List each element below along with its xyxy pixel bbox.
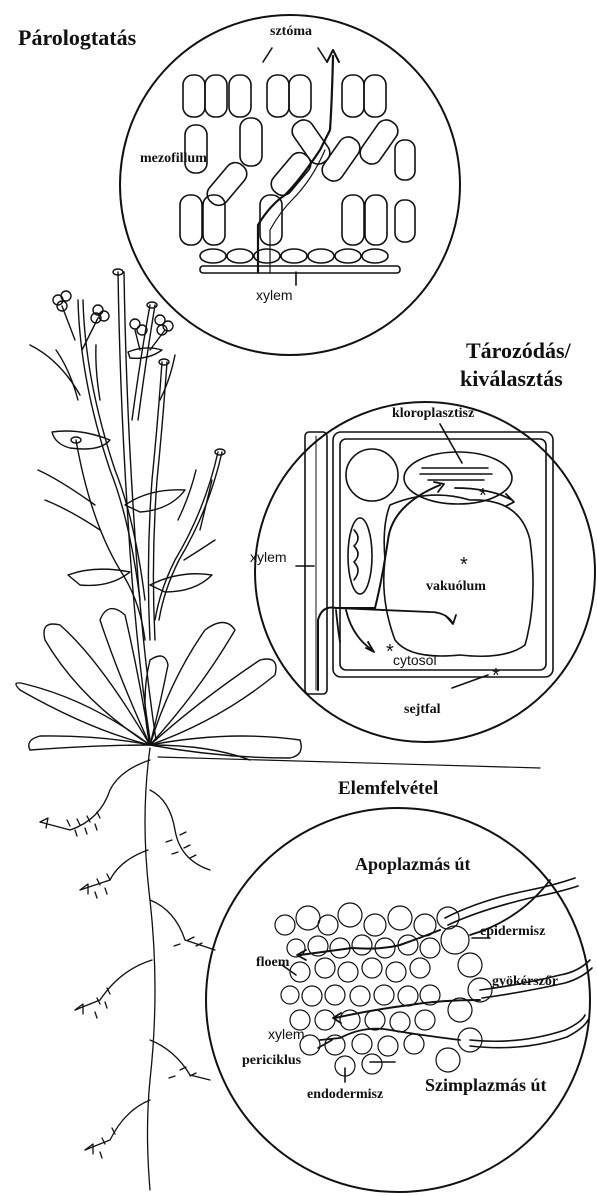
storage-title-line2: kiválasztás xyxy=(460,368,563,390)
pericycle-label: periciklus xyxy=(242,1054,301,1068)
cytosol-label: cytosol xyxy=(393,653,437,667)
uptake-xylem-label: xylem xyxy=(268,1027,305,1041)
root-hair-label: gyökérszőr xyxy=(492,975,558,989)
asterisk-chloroplast: * xyxy=(479,486,487,506)
cell-wall-label: sejtfal xyxy=(404,703,441,717)
asterisk-vacuole: * xyxy=(460,555,468,575)
roots xyxy=(40,748,215,1190)
transpiration-circle xyxy=(120,15,460,355)
asterisk-cell-wall: * xyxy=(492,666,500,686)
asterisk-cytosol: * xyxy=(386,642,394,662)
epidermis-label: epidermisz xyxy=(480,925,545,939)
chloroplast-label: kloroplasztisz xyxy=(392,407,474,421)
stoma-label: sztóma xyxy=(270,25,312,39)
ground-line xyxy=(158,757,540,768)
symplastic-label: Szimplazmás út xyxy=(425,1076,547,1094)
mesophyll-label: mezofillum xyxy=(140,152,207,166)
plant-shoot xyxy=(30,269,225,740)
phloem-label: floem xyxy=(256,956,289,970)
storage-xylem-label: xylem xyxy=(250,550,287,564)
uptake-title: Elemfelvétel xyxy=(338,779,438,798)
rosette-leaves xyxy=(16,609,301,760)
storage-title-line1: Tározódás/ xyxy=(466,340,571,362)
transpiration-title: Párologtatás xyxy=(18,27,136,49)
apoplastic-label: Apoplazmás út xyxy=(355,855,471,873)
vacuole-label: vakuólum xyxy=(426,580,486,594)
storage-circle xyxy=(255,402,595,742)
endodermis-label: endodermisz xyxy=(307,1088,383,1102)
transpiration-xylem-label: xylem xyxy=(256,288,293,302)
